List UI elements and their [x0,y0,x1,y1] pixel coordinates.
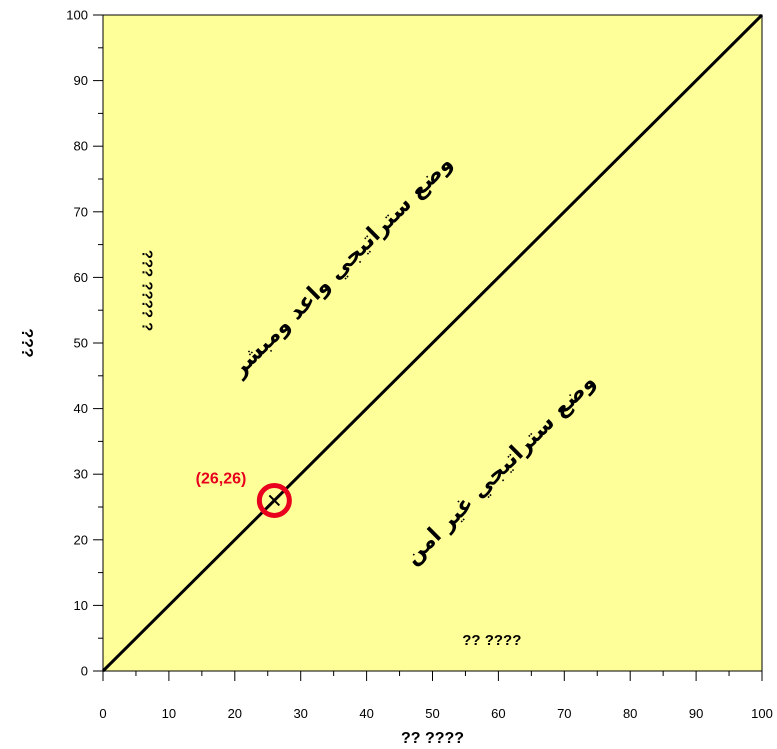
left-placeholder-label: ??? ???? ? [139,250,156,332]
x-tick-label: 30 [293,706,307,721]
y-axis-label: ??? [18,328,35,357]
x-tick-label: 100 [751,706,773,721]
x-tick-label: 80 [623,706,637,721]
highlight-point: (26,26) [196,470,292,518]
x-tick-label: 60 [491,706,505,721]
y-tick-label: 80 [74,139,88,154]
diagonal-line [101,13,764,673]
y-tick-label: 60 [74,270,88,285]
point-marker-ring [256,482,292,518]
point-marker-cross [268,494,281,507]
ticks: 0 10 20 30 40 50 60 70 80 90 100 0 10 20 30 40 50 60 70 80 9… [66,8,773,722]
x-tick-label: 70 [557,706,571,721]
x-tick-label: 20 [228,706,242,721]
x-axis-label: ?? ???? [401,730,464,747]
y-tick-label: 10 [74,598,88,613]
y-tick-label: 30 [74,467,88,482]
y-tick-label: 50 [74,336,88,351]
x-tick-label: 40 [359,706,373,721]
x-tick-label: 10 [162,706,176,721]
x-tick-label: 90 [689,706,703,721]
y-tick-label: 40 [74,401,88,416]
y-tick-label: 0 [81,664,88,679]
point-label: (26,26) [196,470,247,487]
bottom-placeholder-label: ?? ???? [462,632,521,649]
x-tick-label: 0 [99,706,106,721]
y-tick-label: 20 [74,532,88,547]
x-tick-label: 50 [425,706,439,721]
y-tick-label: 100 [66,8,88,23]
y-tick-label: 70 [74,204,88,219]
y-tick-label: 90 [74,73,88,88]
